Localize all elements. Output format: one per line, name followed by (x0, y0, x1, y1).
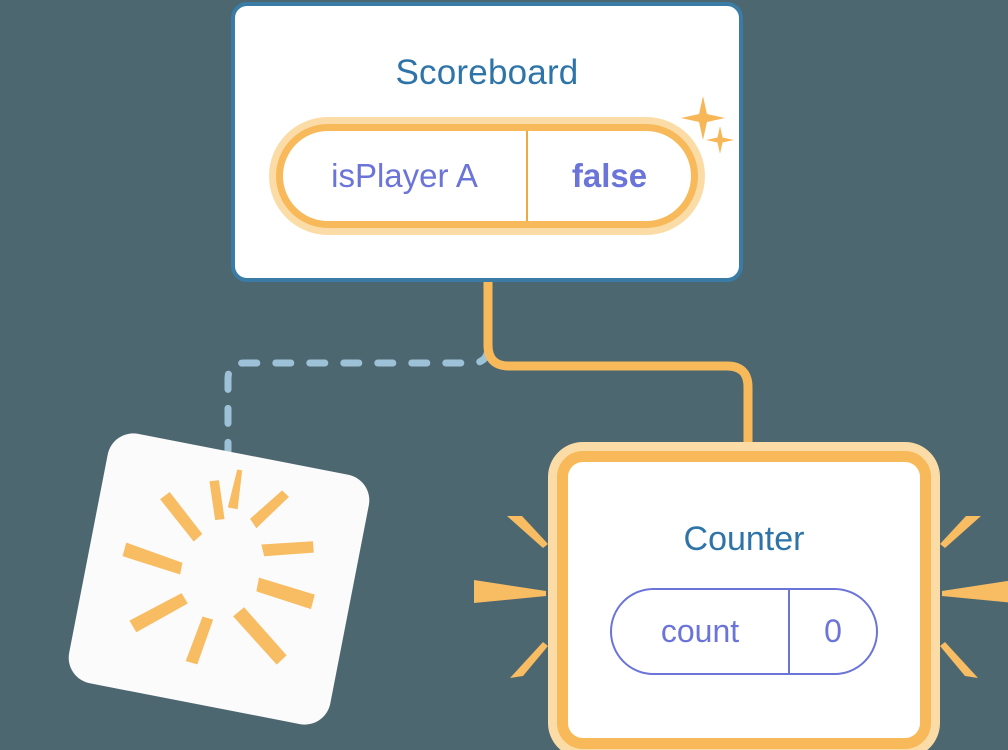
counter-prop-key: count (612, 590, 790, 673)
counter-prop-pill[interactable]: count 0 (610, 588, 878, 675)
node-card-scoreboard[interactable]: Scoreboard isPlayer A false (231, 2, 743, 282)
node-card-counter[interactable]: Counter count 0 (557, 451, 931, 749)
scoreboard-title: Scoreboard (395, 53, 579, 92)
scoreboard-prop-wrap: isPlayer A false (276, 124, 698, 228)
scoreboard-prop-value: false (571, 157, 648, 194)
connector-scoreboard-to-counter (483, 282, 753, 462)
counter-title: Counter (683, 520, 805, 558)
scoreboard-prop-pill[interactable]: isPlayer A false (276, 124, 698, 228)
radial-burst-icon-blank-card (122, 469, 315, 665)
radial-burst-icon-counter-right (940, 516, 1008, 678)
scoreboard-prop-key: isPlayer A (283, 131, 528, 221)
radial-burst-icon-counter-left (474, 516, 548, 678)
counter-prop-value: 0 (824, 613, 842, 649)
connector-scoreboard-to-blank-card (224, 278, 492, 472)
node-card-blank[interactable] (64, 428, 374, 730)
